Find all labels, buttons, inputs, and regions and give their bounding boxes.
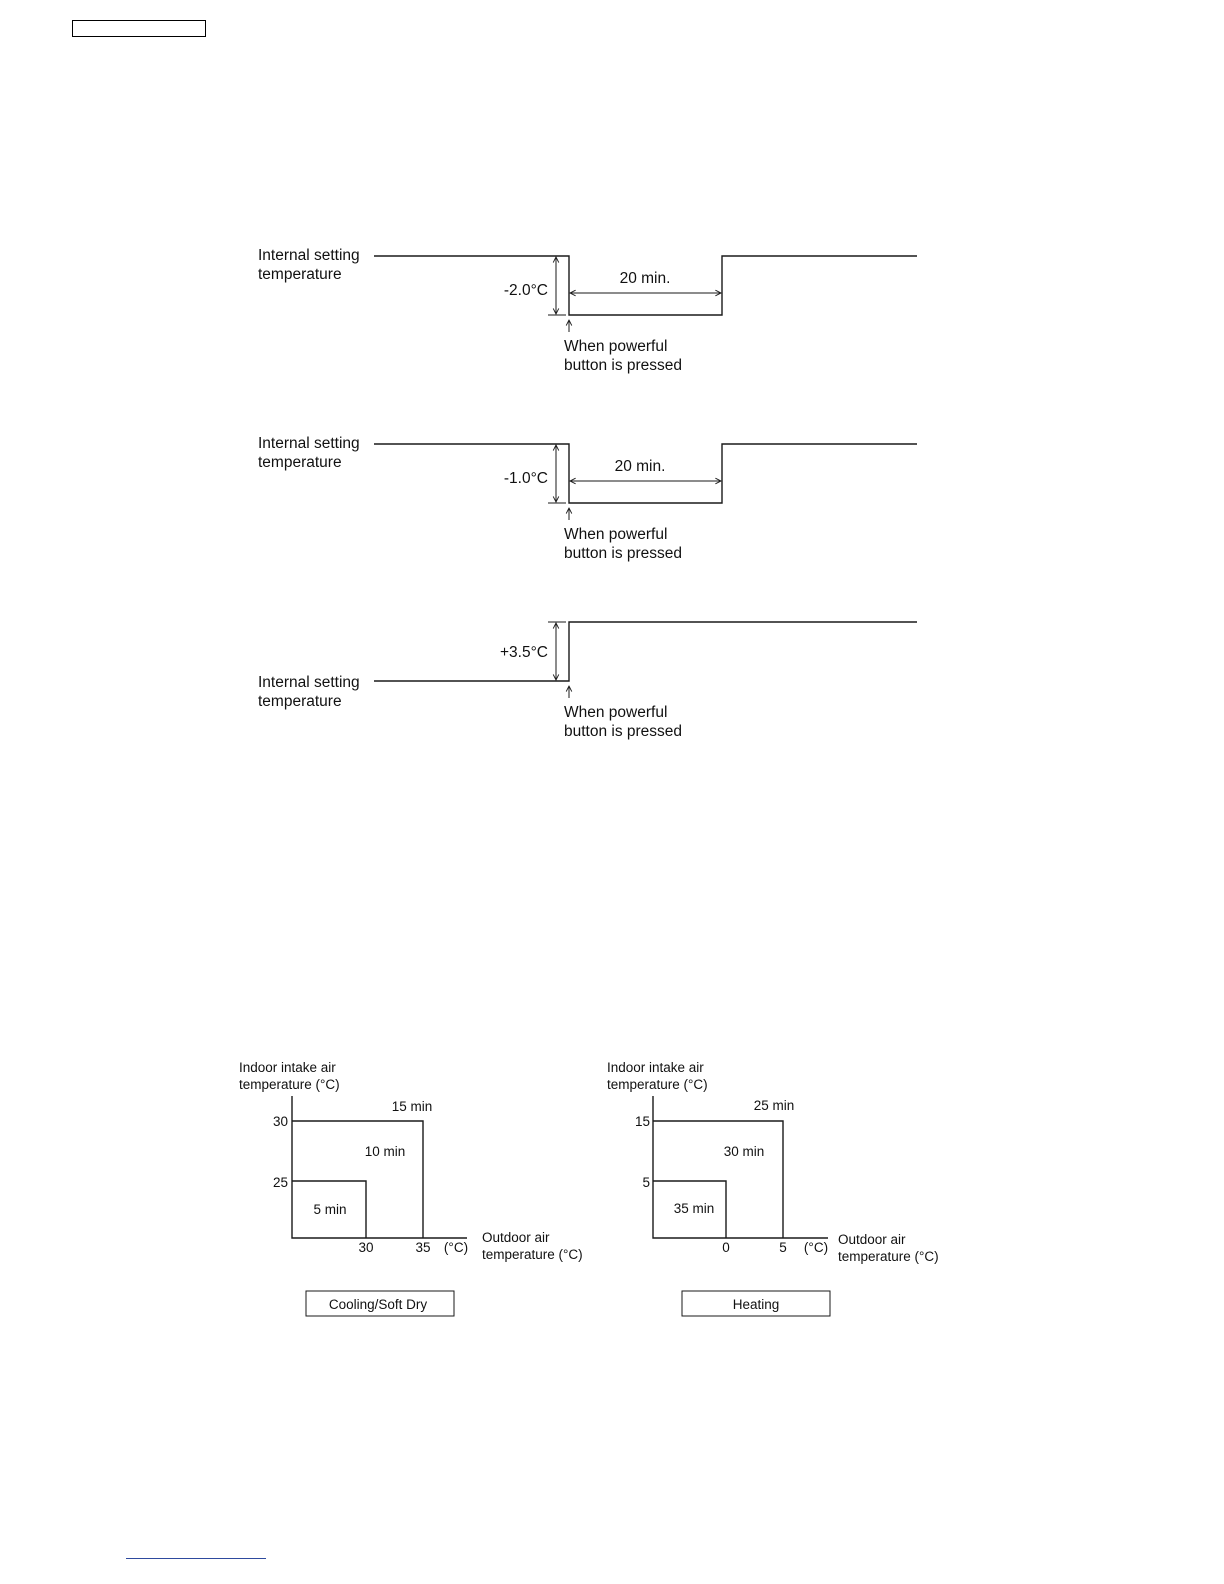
event-label-line-2: button is pressed bbox=[564, 357, 682, 374]
mode-label: Cooling/Soft Dry bbox=[329, 1297, 428, 1312]
y-tick-label: 5 bbox=[642, 1175, 650, 1190]
setting-temperature-label-line-1: Internal setting bbox=[258, 435, 360, 452]
outer-region-boundary bbox=[292, 1120, 424, 1238]
region-label-outer: 25 min bbox=[754, 1098, 795, 1113]
temperature-delta-label: +3.5°C bbox=[500, 644, 548, 661]
temperature-delta-label: -2.0°C bbox=[504, 282, 548, 299]
event-label-line-1: When powerful bbox=[564, 704, 667, 721]
y-tick-label: 30 bbox=[273, 1114, 288, 1129]
timing-diagram-3: +3.5°C Internal setting temperature When… bbox=[258, 621, 917, 740]
temperature-waveform bbox=[374, 443, 917, 504]
timing-diagram-1: Internal setting temperature -2.0°C 20 m… bbox=[258, 247, 917, 374]
x-axis-label-line-2: temperature (°C) bbox=[838, 1249, 939, 1264]
x-axis-label-line-2: temperature (°C) bbox=[482, 1247, 583, 1262]
temperature-delta-label: -1.0°C bbox=[504, 470, 548, 487]
x-unit-label: (°C) bbox=[444, 1240, 468, 1255]
event-label-line-2: button is pressed bbox=[564, 723, 682, 740]
inner-region-boundary bbox=[653, 1180, 727, 1238]
y-axis-label-line-1: Indoor intake air bbox=[607, 1060, 704, 1075]
x-axis-label-line-1: Outdoor air bbox=[838, 1232, 906, 1247]
region-label-outer: 15 min bbox=[392, 1099, 433, 1114]
setting-temperature-label-line-1: Internal setting bbox=[258, 674, 360, 691]
region-label-middle: 30 min bbox=[724, 1144, 765, 1159]
region-chart-cooling: Indoor intake air temperature (°C) 30 25… bbox=[239, 1060, 583, 1317]
header-box bbox=[72, 20, 206, 37]
event-label-line-1: When powerful bbox=[564, 338, 667, 355]
y-tick-label: 15 bbox=[635, 1114, 650, 1129]
duration-label: 20 min. bbox=[615, 458, 666, 475]
timing-diagram-2: Internal setting temperature -1.0°C 20 m… bbox=[258, 435, 917, 562]
setting-temperature-label-line-1: Internal setting bbox=[258, 247, 360, 264]
x-axis-label-line-1: Outdoor air bbox=[482, 1230, 550, 1245]
x-tick-label: 0 bbox=[722, 1240, 730, 1255]
inner-region-boundary bbox=[292, 1180, 367, 1238]
region-label-middle: 10 min bbox=[365, 1144, 406, 1159]
chart-axes bbox=[291, 1096, 467, 1239]
chart-axes bbox=[652, 1096, 828, 1239]
x-unit-label: (°C) bbox=[804, 1240, 828, 1255]
mode-label-box bbox=[305, 1290, 455, 1317]
temperature-waveform bbox=[374, 255, 917, 316]
temperature-waveform bbox=[374, 621, 917, 682]
region-label-inner: 5 min bbox=[313, 1202, 346, 1217]
setting-temperature-label-line-2: temperature bbox=[258, 454, 342, 471]
event-label-line-2: button is pressed bbox=[564, 545, 682, 562]
y-axis-label-line-2: temperature (°C) bbox=[239, 1077, 340, 1092]
setting-temperature-label-line-2: temperature bbox=[258, 266, 342, 283]
outer-region-boundary bbox=[653, 1120, 784, 1238]
x-tick-label: 30 bbox=[358, 1240, 373, 1255]
region-label-inner: 35 min bbox=[674, 1201, 715, 1216]
event-label-line-1: When powerful bbox=[564, 526, 667, 543]
footer-link-underline bbox=[126, 1558, 266, 1559]
y-tick-label: 25 bbox=[273, 1175, 288, 1190]
setting-temperature-label-line-2: temperature bbox=[258, 693, 342, 710]
mode-label: Heating bbox=[733, 1297, 780, 1312]
x-tick-label: 5 bbox=[779, 1240, 787, 1255]
x-tick-label: 35 bbox=[415, 1240, 430, 1255]
mode-label-box bbox=[681, 1290, 831, 1317]
y-axis-label-line-2: temperature (°C) bbox=[607, 1077, 708, 1092]
y-axis-label-line-1: Indoor intake air bbox=[239, 1060, 336, 1075]
duration-label: 20 min. bbox=[620, 270, 671, 287]
region-chart-heating: Indoor intake air temperature (°C) 15 5 … bbox=[607, 1060, 939, 1317]
